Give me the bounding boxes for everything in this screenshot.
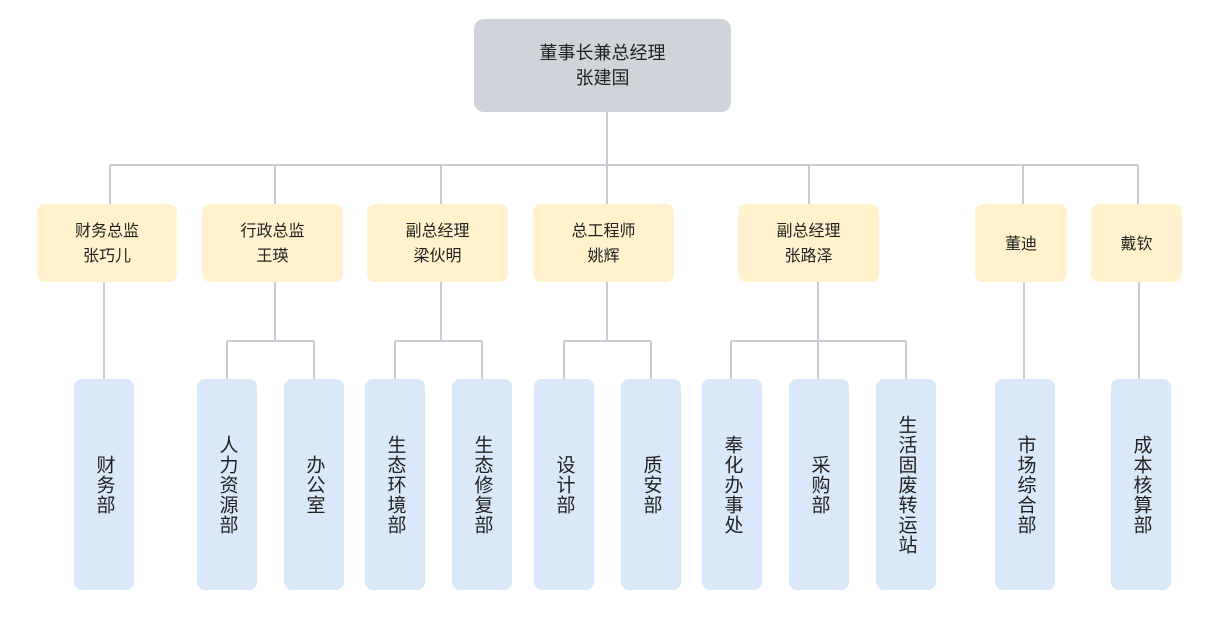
manager-node-dong-di: 董迪 — [975, 204, 1067, 282]
dept-waste-station: 生活固废转运站 — [876, 379, 936, 590]
manager-name: 张路泽 — [784, 246, 833, 265]
manager-node-admin: 行政总监 王瑛 — [202, 204, 343, 282]
manager-title: 行政总监 — [240, 221, 305, 240]
dept-label: 生态环境部 — [384, 434, 407, 535]
dept-label: 财务部 — [93, 454, 116, 515]
manager-title: 总工程师 — [571, 221, 636, 240]
manager-title: 戴钦 — [1120, 233, 1153, 253]
dept-label: 人力资源部 — [216, 434, 239, 535]
manager-name: 张巧儿 — [82, 246, 131, 265]
dept-label: 生活固废转运站 — [895, 414, 918, 555]
dept-market: 市场综合部 — [995, 379, 1055, 590]
dept-label: 市场综合部 — [1014, 434, 1037, 535]
dept-fenghua-office: 奉化办事处 — [702, 379, 762, 590]
dept-label: 质安部 — [640, 454, 663, 515]
dept-label: 奉化办事处 — [721, 434, 744, 535]
dept-label: 办公室 — [303, 454, 326, 515]
manager-node-vp-zhang: 副总经理 张路泽 — [738, 204, 879, 282]
manager-title: 董迪 — [1004, 233, 1037, 253]
dept-label: 设计部 — [553, 454, 576, 515]
dept-ecology-env: 生态环境部 — [365, 379, 425, 590]
dept-finance: 财务部 — [74, 379, 134, 590]
dept-label: 成本核算部 — [1130, 434, 1153, 535]
manager-title: 副总经理 — [776, 221, 841, 240]
manager-title: 财务总监 — [74, 221, 139, 240]
root-name: 张建国 — [575, 67, 630, 89]
dept-label: 采购部 — [808, 454, 831, 515]
root-title: 董事长兼总经理 — [539, 42, 666, 64]
manager-node-vp-liang: 副总经理 梁伙明 — [367, 204, 508, 282]
dept-ecology-repair: 生态修复部 — [452, 379, 512, 590]
manager-title: 副总经理 — [405, 221, 470, 240]
dept-cost-accounting: 成本核算部 — [1111, 379, 1171, 590]
manager-node-finance: 财务总监 张巧儿 — [37, 204, 177, 282]
dept-procurement: 采购部 — [789, 379, 849, 590]
dept-quality-safety: 质安部 — [621, 379, 681, 590]
manager-node-dai-qin: 戴钦 — [1091, 204, 1182, 282]
manager-node-chief-engineer: 总工程师 姚辉 — [533, 204, 674, 282]
manager-name: 王瑛 — [256, 246, 289, 265]
root-node: 董事长兼总经理 张建国 — [474, 19, 731, 112]
dept-office: 办公室 — [284, 379, 344, 590]
dept-label: 生态修复部 — [471, 434, 494, 535]
manager-name: 梁伙明 — [413, 246, 462, 265]
dept-design: 设计部 — [534, 379, 594, 590]
dept-hr: 人力资源部 — [197, 379, 257, 590]
manager-name: 姚辉 — [587, 246, 620, 265]
